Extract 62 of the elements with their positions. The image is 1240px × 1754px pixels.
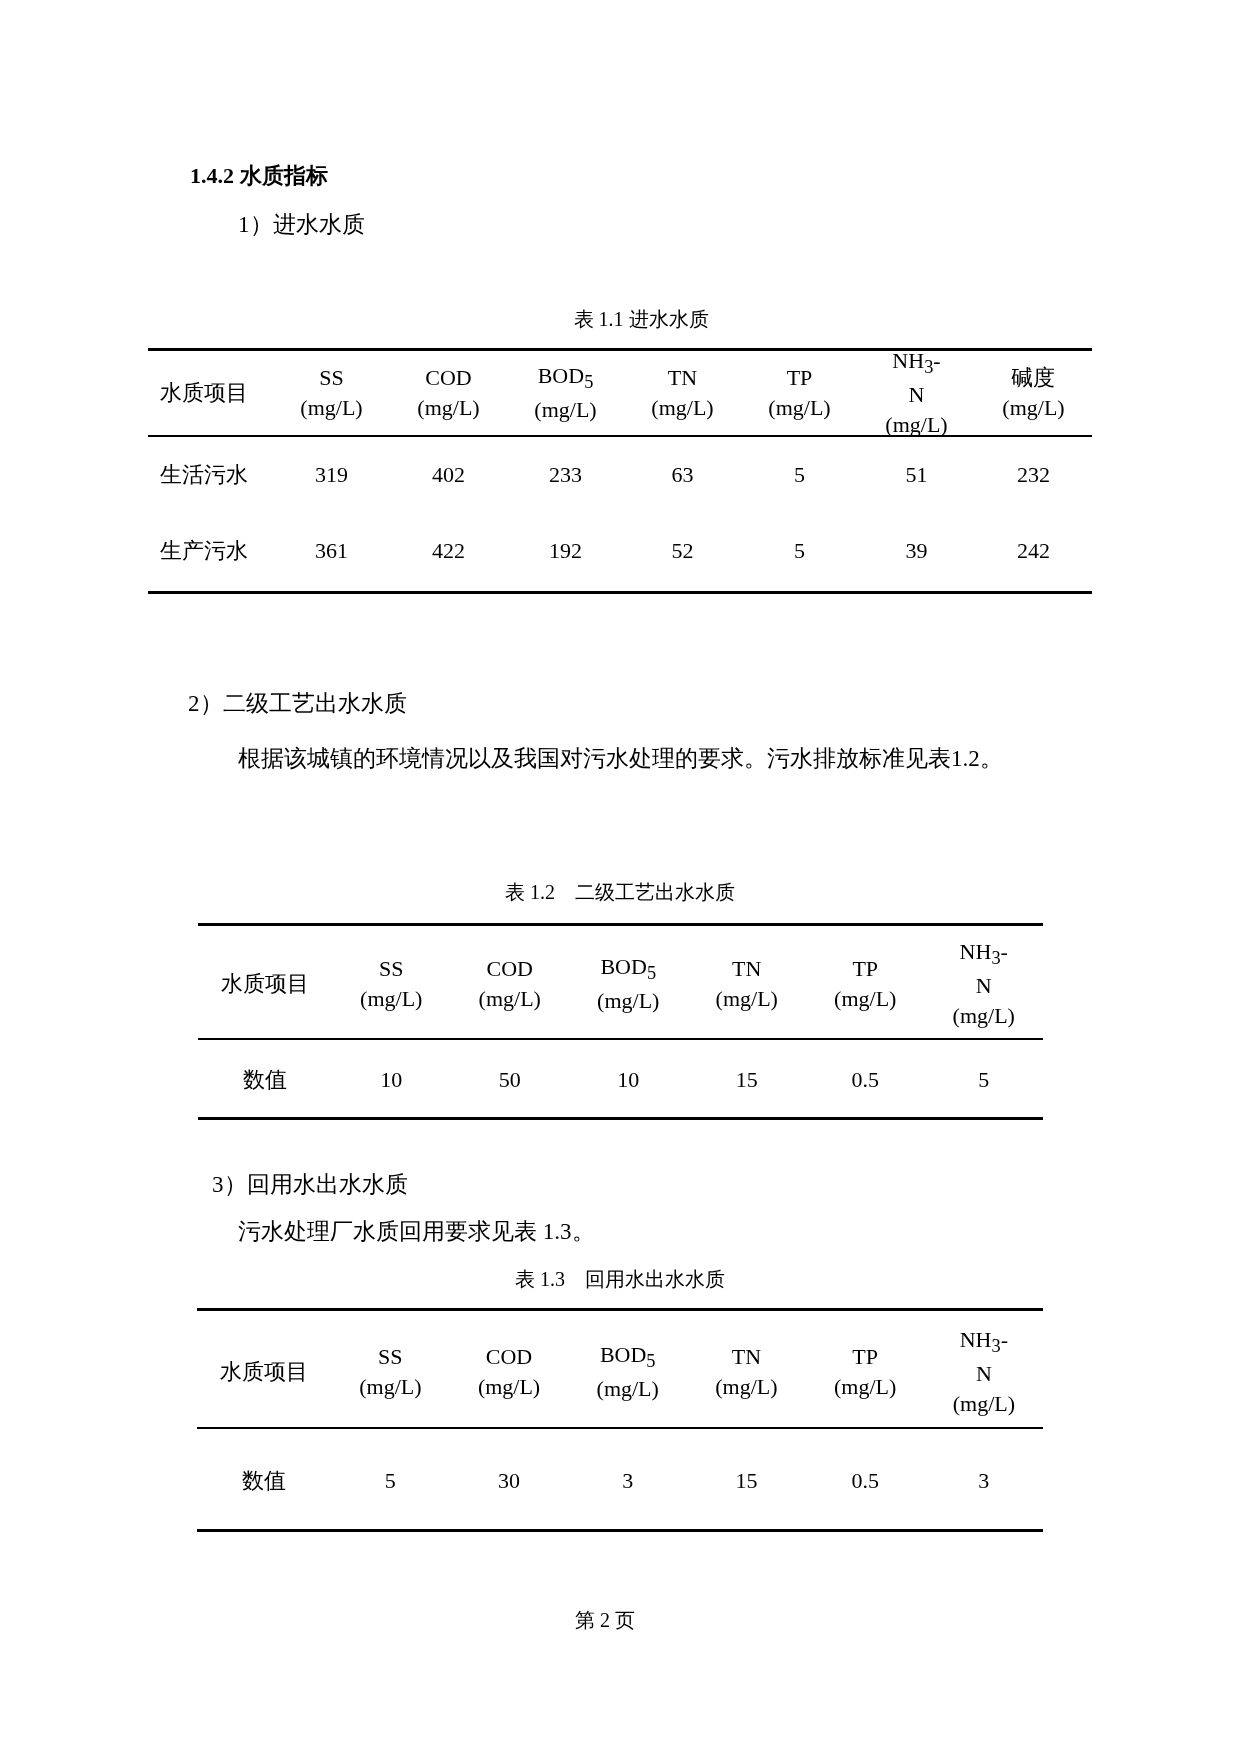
table-caption: 表 1.2 二级工艺出水水质 — [505, 880, 735, 904]
row-header: 数值 — [242, 1467, 286, 1496]
column-header: TN (mg/L) — [715, 955, 778, 1013]
column-header: SS (mg/L) — [300, 364, 363, 422]
data-value: 10 — [380, 1066, 403, 1095]
column-header: BOD$_{5}$ (mg/L) — [596, 1341, 659, 1404]
data-value: 15 — [735, 1467, 758, 1496]
data-value: 233 — [549, 461, 582, 490]
row-header: 水质项目 — [160, 379, 248, 408]
row-header: 数值 — [243, 1066, 287, 1095]
data-value: 5 — [794, 461, 805, 490]
data-value: 15 — [735, 1066, 758, 1095]
row-header: 生产污水 — [160, 537, 248, 566]
column-header: COD (mg/L) — [417, 364, 480, 422]
data-value: 51 — [905, 461, 928, 490]
column-header: SS (mg/L) — [359, 1343, 422, 1401]
column-header: BOD$_{5}$ (mg/L) — [534, 362, 597, 425]
column-header: NH$_{3}$-N (mg/L) — [952, 1326, 1015, 1419]
row-header: 生活污水 — [160, 461, 248, 490]
column-header: TP (mg/L) — [833, 1343, 897, 1401]
column-header: NH$_{3}$-N (mg/L) — [952, 938, 1015, 1031]
section-heading: 1.4.2 水质指标 — [190, 163, 328, 190]
data-value: 39 — [905, 537, 928, 566]
data-value: 0.5 — [851, 1467, 879, 1496]
table-caption: 表 1.1 进水水质 — [573, 307, 709, 331]
column-header: TN (mg/L) — [715, 1343, 778, 1401]
column-header: BOD$_{5}$ (mg/L) — [597, 953, 660, 1016]
data-value: 10 — [617, 1066, 640, 1095]
paragraph: 污水处理厂水质回用要求见表 1.3。 — [238, 1218, 595, 1246]
column-header: NH$_{3}$-N (mg/L) — [885, 347, 948, 440]
column-header: 碱度 (mg/L) — [1002, 364, 1065, 422]
subsection-heading: 2）二级工艺出水水质 — [188, 690, 407, 718]
column-header: COD (mg/L) — [477, 1343, 541, 1401]
data-value: 3 — [978, 1467, 990, 1496]
data-value: 242 — [1017, 537, 1050, 566]
subsection-heading: 3）回用水出水水质 — [212, 1171, 408, 1199]
row-header: 水质项目 — [220, 1358, 308, 1387]
subsection-heading: 1）进水水质 — [238, 211, 365, 239]
table-caption: 表 1.3 回用水出水水质 — [515, 1267, 725, 1291]
data-value: 0.5 — [851, 1066, 879, 1095]
data-value: 5 — [978, 1066, 990, 1095]
data-value: 319 — [315, 461, 348, 490]
data-value: 50 — [498, 1066, 521, 1095]
column-header: TP (mg/L) — [834, 955, 897, 1013]
data-value: 30 — [498, 1467, 521, 1496]
column-header: COD (mg/L) — [478, 955, 541, 1013]
data-value: 232 — [1017, 461, 1050, 490]
column-header: TN (mg/L) — [651, 364, 714, 422]
data-value: 63 — [671, 461, 694, 490]
data-value: 3 — [622, 1467, 634, 1496]
data-value: 5 — [794, 537, 805, 566]
paragraph: 根据该城镇的环境情况以及我国对污水处理的要求。污水排放标准见表1.2。 — [237, 745, 1004, 773]
data-value: 402 — [432, 461, 465, 490]
data-value: 422 — [432, 537, 465, 566]
data-value: 192 — [549, 537, 582, 566]
page-number: 第 2 页 — [575, 1608, 635, 1632]
data-value: 5 — [384, 1467, 396, 1496]
column-header: TP (mg/L) — [768, 364, 831, 422]
data-value: 361 — [315, 537, 348, 566]
column-header: SS (mg/L) — [360, 955, 423, 1013]
row-header: 水质项目 — [221, 970, 309, 999]
data-value: 52 — [671, 537, 694, 566]
